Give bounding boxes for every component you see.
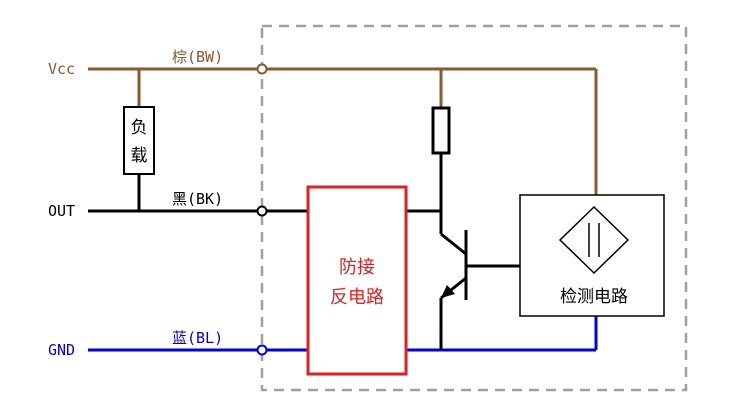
gnd-wire: [88, 316, 598, 352]
detection-circuit-box: [519, 194, 665, 317]
black-wire-label: 黑(BK): [172, 190, 223, 208]
blue-wire-label: 蓝(BL): [172, 329, 223, 347]
sensor-diamond-icon: [558, 205, 630, 275]
emitter-arrow-icon: [441, 285, 455, 298]
brown-wire-label: 棕(BW): [172, 48, 223, 66]
load-label-1: 负: [131, 118, 148, 138]
vcc-label: Vcc: [48, 60, 75, 78]
protection-label-1: 防接: [339, 257, 375, 278]
protection-label-2: 反电路: [330, 287, 384, 308]
out-wire: [88, 153, 443, 234]
vcc-wire: [88, 67, 598, 195]
vcc-terminal-node: [256, 63, 268, 75]
out-terminal-node: [256, 205, 268, 217]
load-box: [123, 106, 155, 175]
detection-label: 检测电路: [560, 287, 628, 307]
gnd-label: GND: [48, 341, 75, 359]
gnd-terminal-node: [256, 344, 268, 356]
load-label-2: 载: [131, 146, 148, 166]
reverse-protection-box: [306, 185, 408, 376]
out-label: OUT: [48, 202, 75, 220]
pullup-resistor: [431, 106, 451, 155]
npn-transistor: [439, 230, 520, 350]
